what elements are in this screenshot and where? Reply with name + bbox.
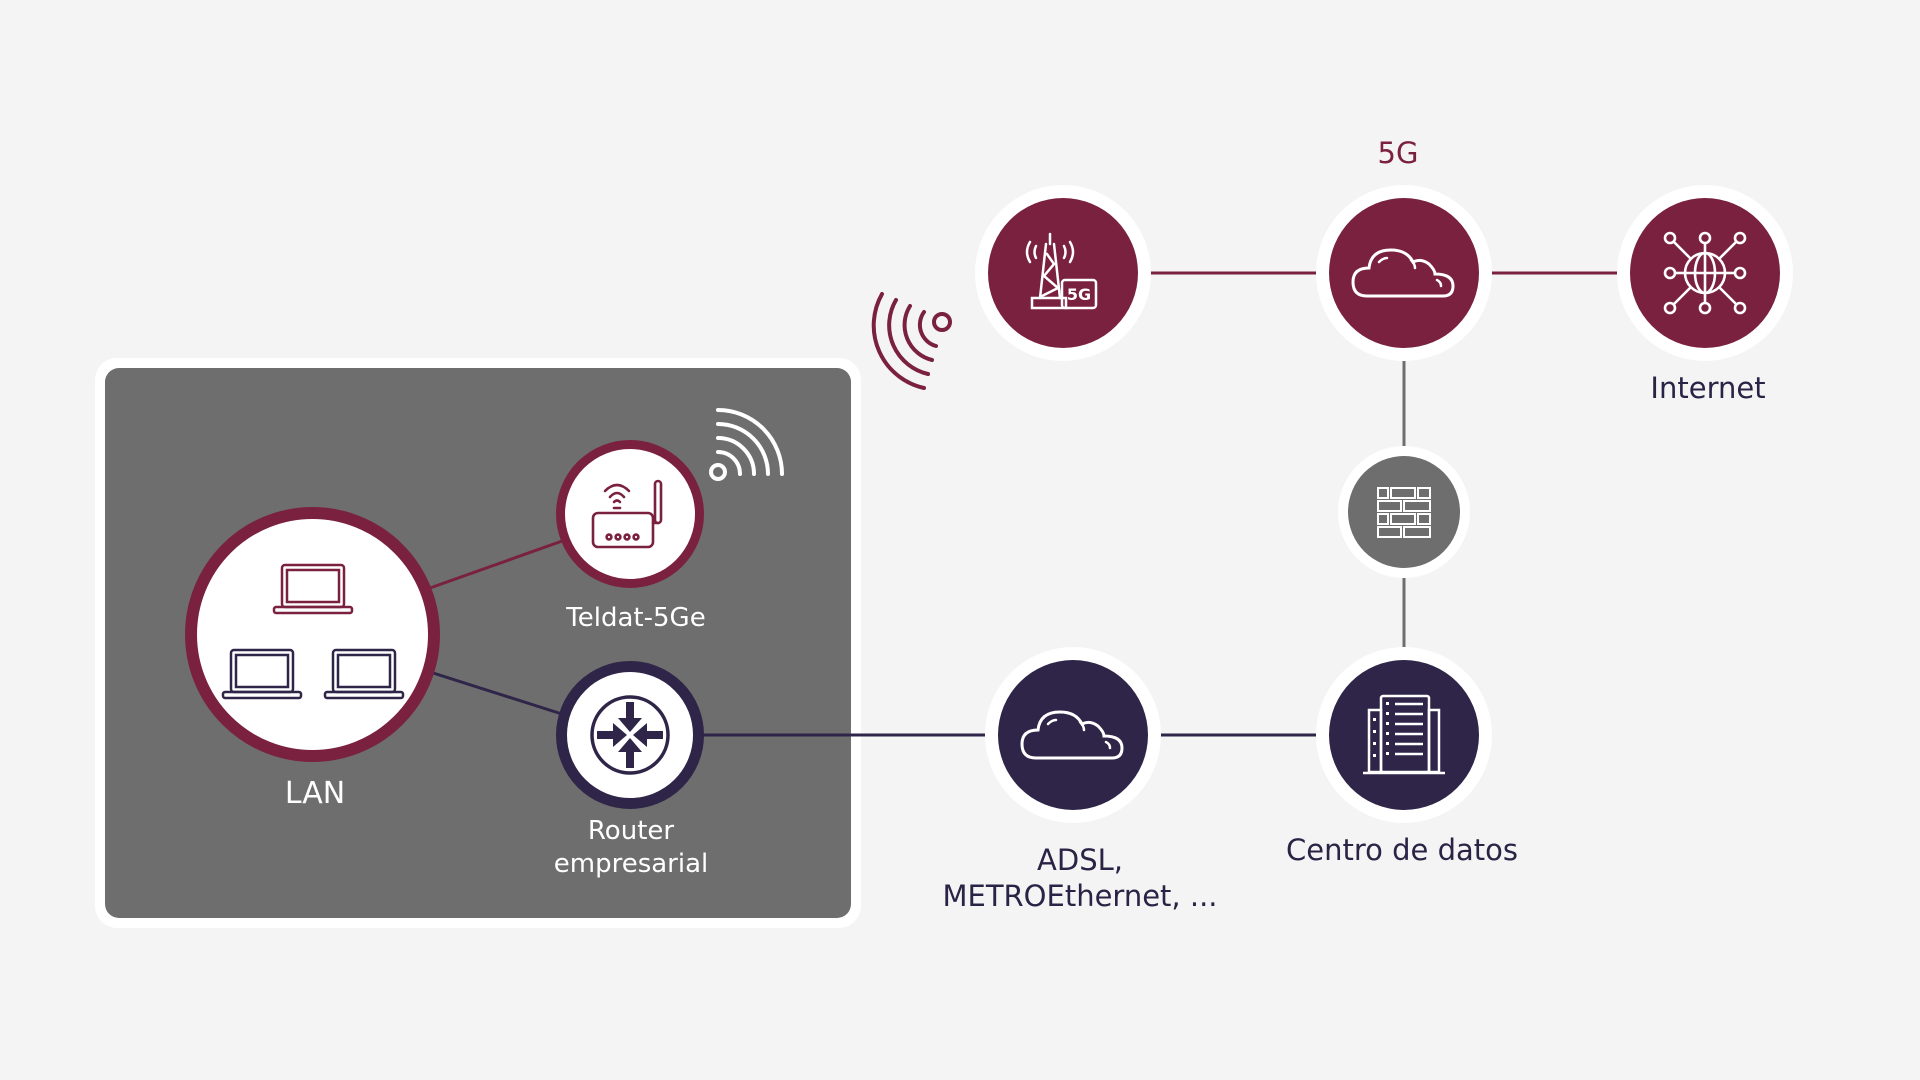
router-label-line2: empresarial — [553, 848, 709, 879]
wireless-router-icon — [591, 479, 663, 549]
adsl-label: ADSL, METROEthernet, ... — [942, 842, 1217, 915]
router-label-line1: Router — [587, 816, 675, 846]
datacenter-label: Centro de datos — [1286, 833, 1518, 867]
teldat-5ge-label: Teldat-5Ge — [566, 603, 706, 633]
datacenter-building-icon — [1363, 694, 1445, 775]
router-empresarial-label: Router empresarial — [554, 815, 709, 880]
signal-waves-icon — [871, 292, 952, 390]
cloud-icon — [1020, 710, 1124, 760]
cloud-icon — [1351, 248, 1455, 298]
tower-5g-badge: 5G — [1067, 285, 1091, 304]
5g-tower-node[interactable]: 5G — [988, 198, 1138, 348]
adsl-label-line2: METROEthernet, ... — [942, 879, 1218, 914]
lan-label: LAN — [284, 776, 346, 811]
edge-lan-router — [429, 670, 566, 717]
internet-label: Internet — [1650, 371, 1766, 405]
laptops-icon — [221, 563, 404, 699]
datacenter-node[interactable] — [1329, 660, 1479, 810]
lan-node[interactable] — [185, 507, 440, 762]
edge-lan-teldat — [429, 538, 566, 590]
adsl-cloud-node[interactable] — [998, 660, 1148, 810]
firewall-node[interactable] — [1348, 456, 1460, 568]
wifi-waves-icon — [709, 408, 784, 481]
teldat-5ge-node[interactable] — [556, 440, 704, 588]
globe-network-icon — [1663, 231, 1747, 315]
5g-tower-icon: 5G — [1025, 232, 1098, 310]
5g-cloud-node[interactable] — [1329, 198, 1479, 348]
internet-node[interactable] — [1630, 198, 1780, 348]
router-arrows-icon — [590, 695, 670, 775]
adsl-label-line1: ADSL, — [1037, 843, 1123, 877]
firewall-icon — [1377, 487, 1431, 538]
5g-label: 5G — [1377, 136, 1419, 170]
router-empresarial-node[interactable] — [556, 661, 704, 809]
